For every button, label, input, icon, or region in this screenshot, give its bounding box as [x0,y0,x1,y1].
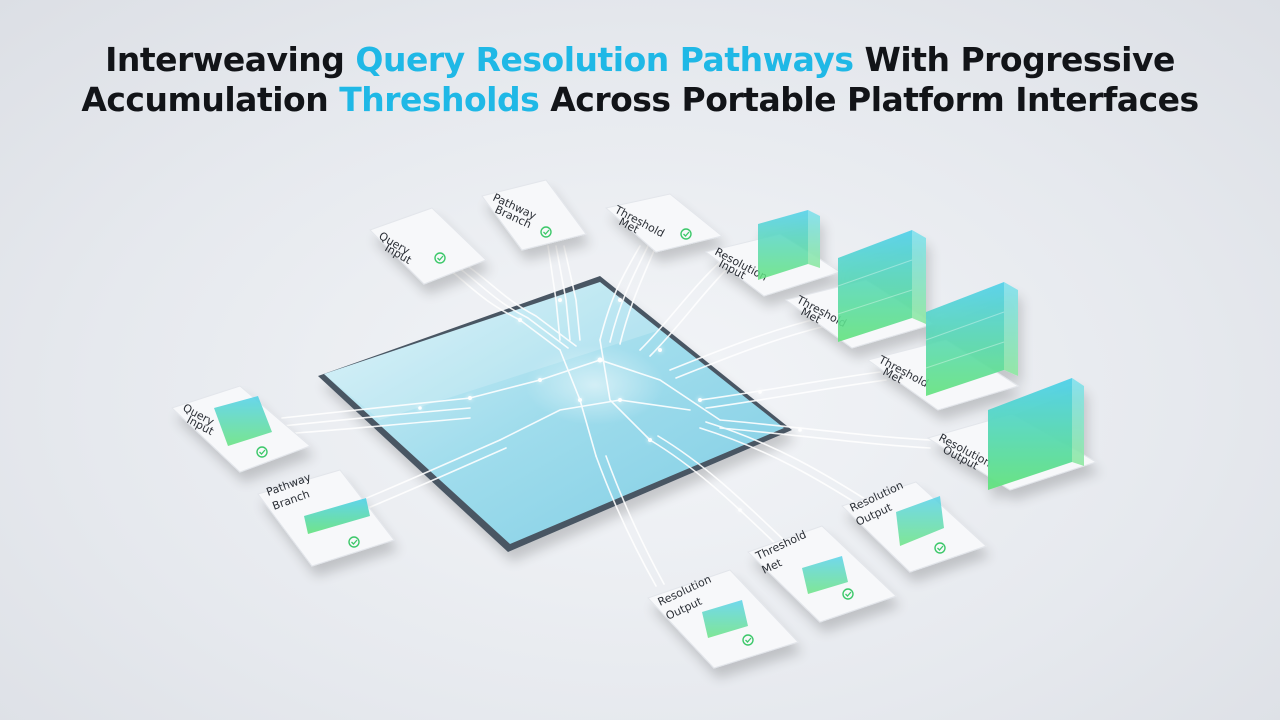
title-line-2: Accumulation Thresholds Across Portable … [0,80,1280,120]
check-icon [842,588,854,600]
title-highlight: Thresholds [339,80,540,119]
accumulation-bar [304,498,370,534]
accumulation-bar [896,496,944,546]
check-icon [434,252,446,264]
title-text: Across Portable Platform Interfaces [539,80,1199,119]
accumulation-bar [214,396,272,446]
card-pathway-branch-top: Pathway Branch [481,179,587,251]
title-text: With Progressive [853,40,1175,79]
card-resolution-output-bottom: Resolution Output [647,569,799,669]
title-highlight: Query Resolution Pathways [355,40,854,79]
check-icon [683,231,690,237]
title-line-1: Interweaving Query Resolution Pathways W… [0,40,1280,80]
check-icon [680,228,692,240]
card-pathway-branch-left: Pathway Branch [257,469,395,567]
accumulation-bar [758,210,808,280]
card-query-input-left: Query Input [171,385,311,473]
check-icon [256,446,268,458]
accumulation-bar [838,230,912,342]
check-icon [937,545,944,551]
check-icon [259,449,266,455]
accumulation-bar [926,282,1004,396]
check-icon [351,539,358,545]
check-icon [437,255,444,261]
accumulation-bar [702,600,748,638]
card-threshold-met-bottom: Threshold Met [747,525,897,623]
card-threshold-met-top: Threshold Met [604,193,724,253]
card-resolution-output-bottom-right: Resolution Output [841,479,987,573]
check-icon [543,229,550,235]
card-query-input-top: Query Input [369,207,487,285]
check-icon [934,542,946,554]
check-icon [745,637,752,643]
card-resolution-input-right: Resolution Input [704,210,842,297]
check-icon [845,591,852,597]
diagram-title: Interweaving Query Resolution Pathways W… [0,40,1280,120]
check-icon [348,536,360,548]
title-text: Accumulation [81,80,340,119]
check-icon [742,634,754,646]
check-icon [540,226,552,238]
title-text: Interweaving [105,40,356,79]
accumulation-bar [988,378,1072,490]
card-threshold-met-right-2: Threshold Met [866,282,1020,411]
accumulation-bar [802,556,848,594]
